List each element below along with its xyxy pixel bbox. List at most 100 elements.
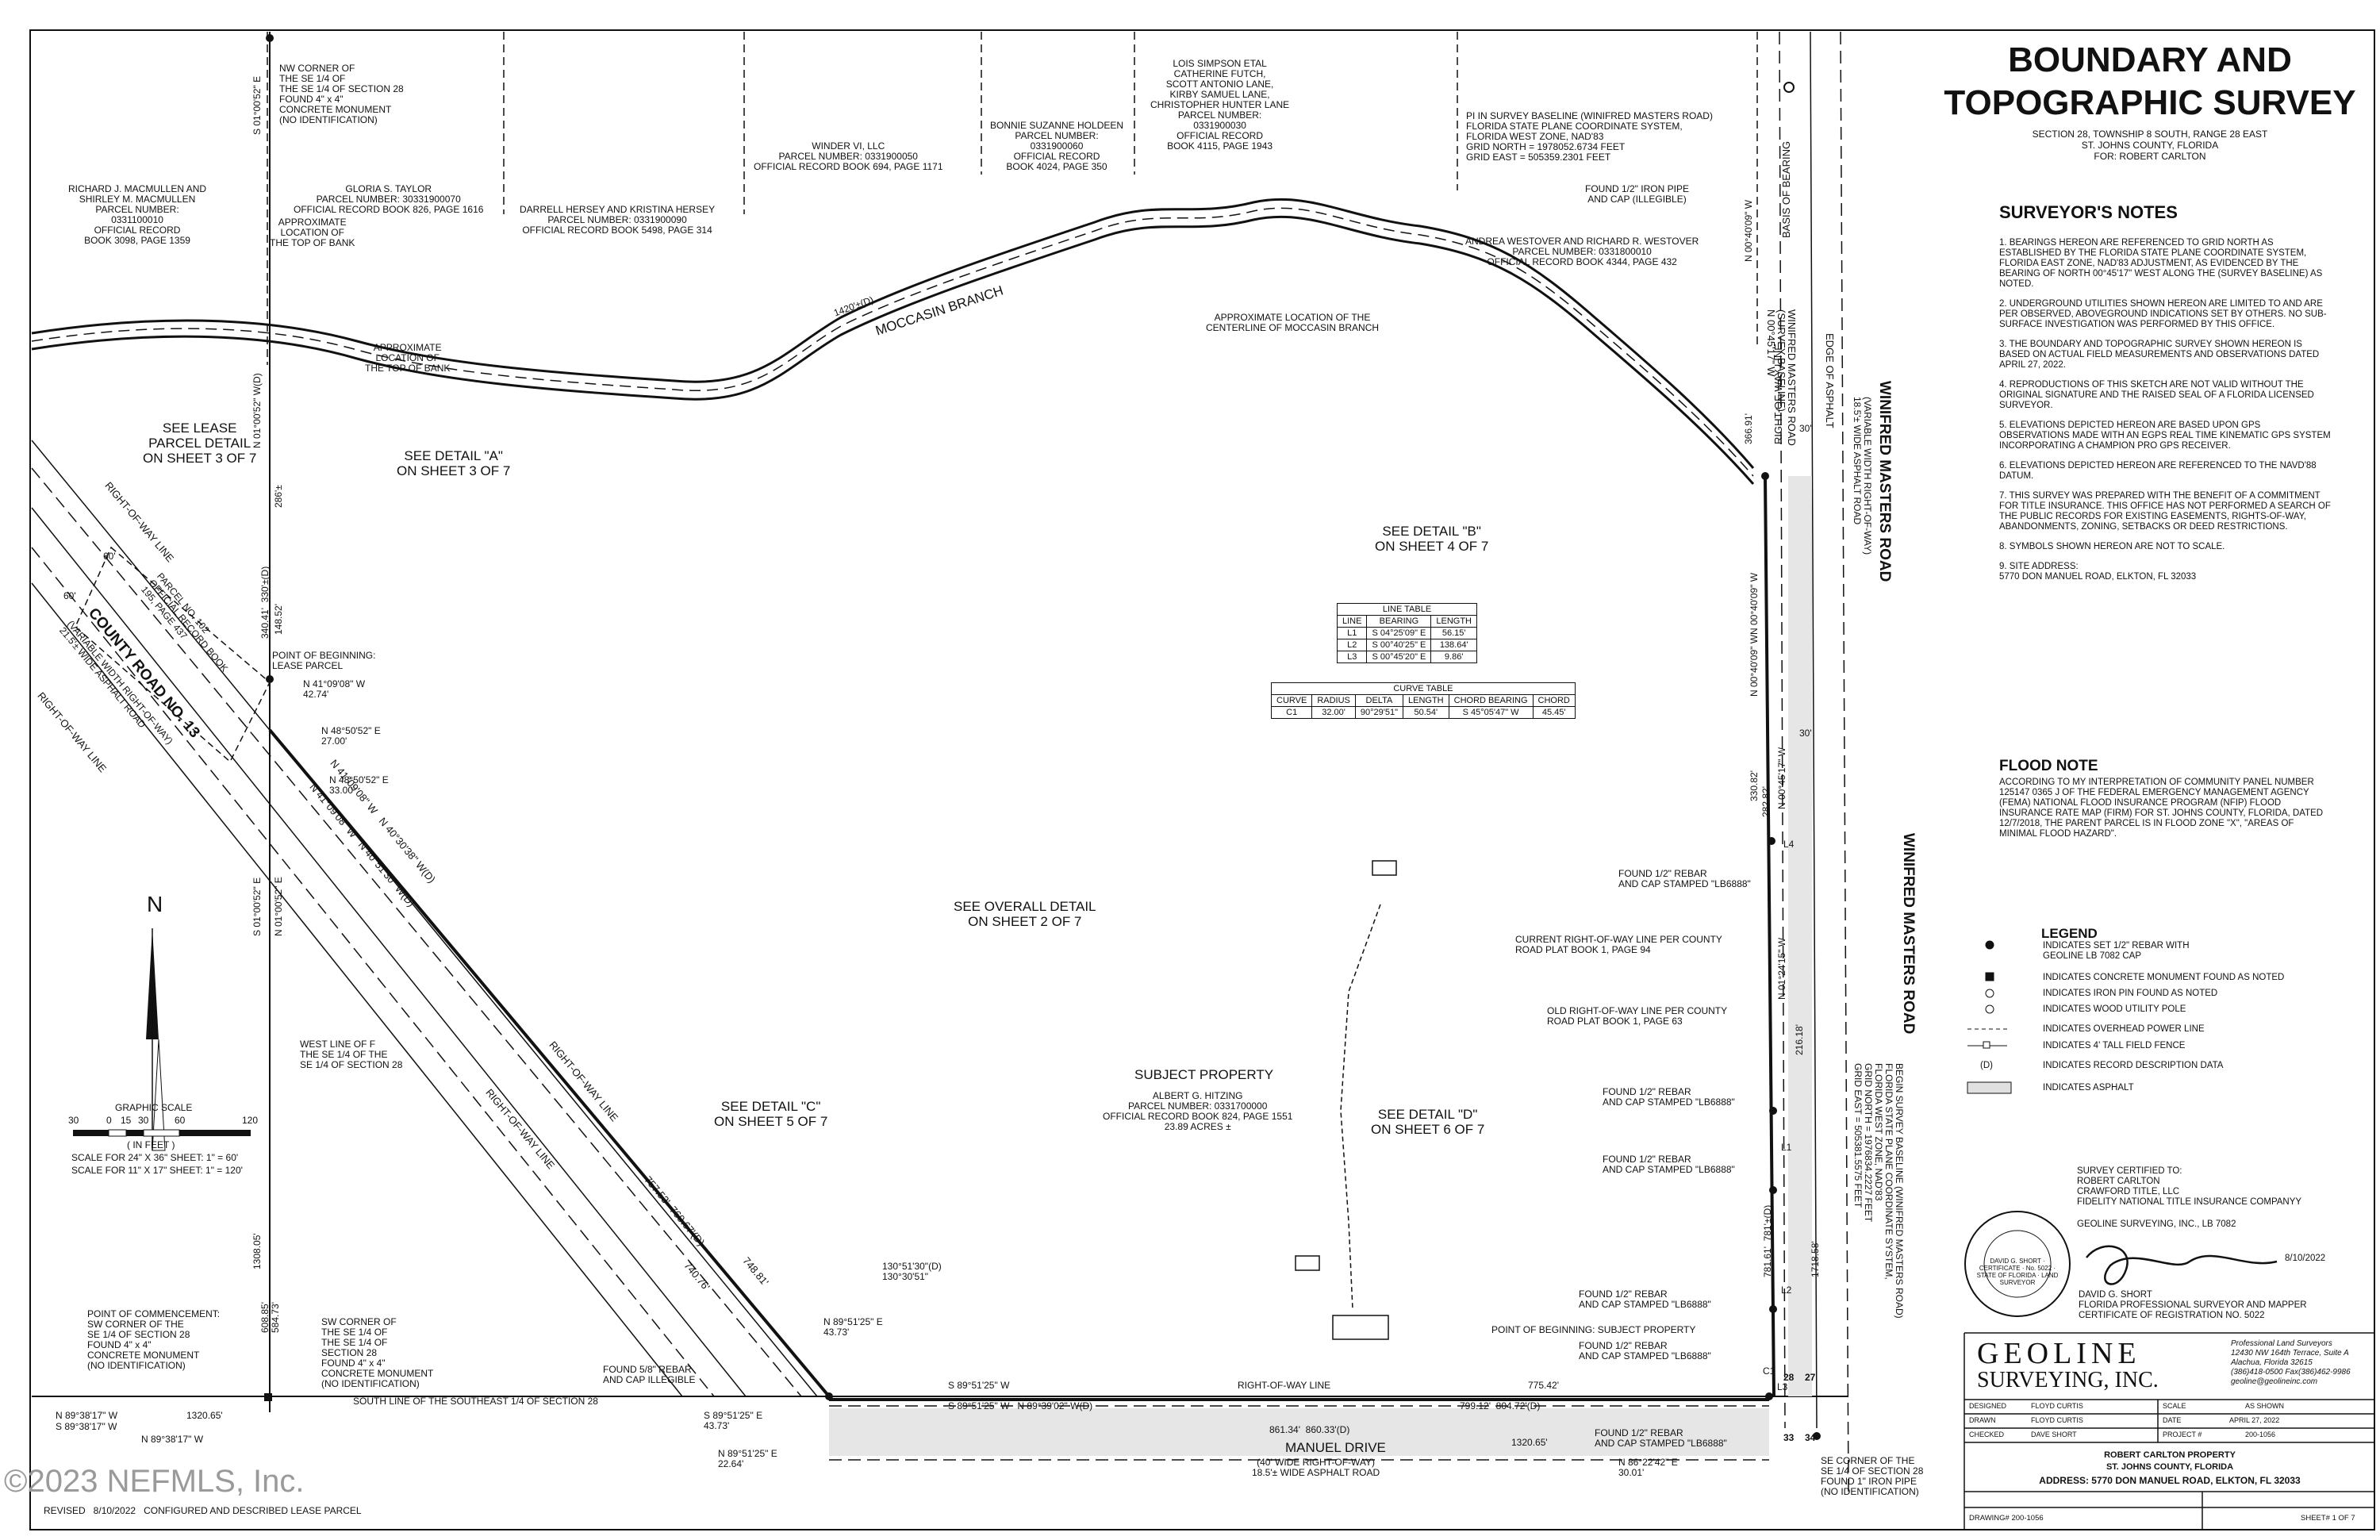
line-table-caption: LINE TABLE <box>1337 603 1477 616</box>
begin-baseline-note: BEGIN SURVEY BASELINE (WINIFRED MASTERS … <box>1852 1063 1905 1319</box>
bearing-n01-24: N 01°24'15" W <box>1776 937 1787 1000</box>
curve-table-header: CURVE <box>1270 694 1313 707</box>
bearing-n89-38-b: N 89°38'17" W <box>141 1434 204 1445</box>
distance-340: 340.41' 330'±(D) <box>259 566 271 639</box>
bearing-s89-row: S 89°51'25" W <box>948 1380 1010 1391</box>
subject-owner-note: ALBERT G. HITZING PARCEL NUMBER: 0331700… <box>1103 1090 1293 1132</box>
rebar-note-3: FOUND 1/2" REBAR AND CAP STAMPED "LB6888… <box>1603 1154 1735 1175</box>
curve-table-header: CHORD <box>1532 694 1576 707</box>
south-line-label: SOUTH LINE OF THE SOUTHEAST 1/4 OF SECTI… <box>353 1396 598 1407</box>
signature-date: 8/10/2022 <box>2285 1254 2326 1263</box>
subject-property-label: SUBJECT PROPERTY <box>1134 1067 1274 1082</box>
block-row-label: DRAWN <box>1969 1416 1996 1424</box>
title-line-2: TOPOGRAPHIC SURVEY <box>1944 83 2356 122</box>
rebar-note-4: FOUND 1/2" REBAR AND CAP STAMPED "LB6888… <box>1579 1288 1711 1310</box>
structure-house <box>1332 1315 1389 1340</box>
company-name-1: GEOLINE <box>1977 1337 2141 1370</box>
bearing-s01-b: S 01°00'52" E <box>251 877 263 936</box>
manuel-drive-label: MANUEL DRIVE <box>1285 1440 1386 1455</box>
note-item: 4. REPRODUCTIONS OF THIS SKETCH ARE NOT … <box>1999 380 2314 410</box>
structure-small <box>1295 1255 1320 1271</box>
project-name: ROBERT CARLTON PROPERTY <box>2104 1450 2236 1460</box>
winifred-road-label: WINIFRED MASTERS ROAD <box>1876 381 1893 582</box>
winder-parcel-note: WINDER VI, LLC PARCEL NUMBER: 0331900050… <box>754 140 943 172</box>
dim-60-b: 60' <box>103 551 116 562</box>
macmullen-parcel-note: RICHARD J. MACMULLEN AND SHIRLEY M. MACM… <box>68 183 207 246</box>
taylor-parcel-note: GLORIA S. TAYLOR PARCEL NUMBER: 30331900… <box>294 183 484 215</box>
bearing-n48b: N 48°50'52" E 33.00' <box>329 774 389 796</box>
dim-30-b: 30' <box>1799 423 1812 434</box>
bearing-n89-b: N 89°51'25" E 22.64' <box>718 1448 777 1469</box>
scale-unit: ( IN FEET ) <box>127 1139 175 1150</box>
winifred-road-label-2: WINIFRED MASTERS ROAD <box>1900 833 1917 1035</box>
block-row-value: FLOYD CURTIS <box>2031 1416 2083 1424</box>
table-cell: 50.54' <box>1403 706 1449 719</box>
bearing-n01-b: N 01°00'52" E <box>273 877 284 936</box>
geoline-lb: GEOLINE SURVEYING, INC., LB 7082 <box>2077 1219 2236 1229</box>
manuel-drive-row-note: (40' WIDE RIGHT-OF-WAY) 18.5'± WIDE ASPH… <box>1252 1457 1380 1478</box>
bearing-n41: N 41°09'08" W 42.74' <box>303 678 366 700</box>
table-row: L2 S 00°40'25" E 138.64' <box>1336 639 1477 651</box>
north-label: N <box>147 892 163 916</box>
distance-775: 775.42' <box>1528 1380 1559 1391</box>
se-corner-note: SE CORNER OF THE SE 1/4 OF SECTION 28 FO… <box>1821 1455 1924 1497</box>
block-row-value: FLOYD CURTIS <box>2031 1402 2083 1410</box>
lease-detail-ref: SEE LEASE PARCEL DETAIL ON SHEET 3 OF 7 <box>143 421 257 466</box>
note-item: 3. THE BOUNDARY AND TOPOGRAPHIC SURVEY S… <box>1999 340 2320 370</box>
rebar-note-1: FOUND 1/2" REBAR AND CAP STAMPED "LB6888… <box>1618 868 1751 889</box>
section-28-label: 28 <box>1783 1372 1795 1383</box>
rebar-58-note: FOUND 5/8" REBAR AND CAP ILLEGIBLE <box>603 1364 696 1385</box>
graphic-scale-title: GRAPHIC SCALE <box>115 1102 193 1113</box>
moccasin-branch-creek <box>31 198 1755 485</box>
distance-1718: 1718.58' <box>1810 1241 1821 1277</box>
distance-861: 861.34' 860.33'(D) <box>1269 1424 1350 1435</box>
distance-148: 148.52' <box>273 604 284 635</box>
manuel-drive-asphalt <box>829 1408 1769 1456</box>
line-l3-label: L3 <box>1777 1381 1788 1392</box>
section-33-label: 33 <box>1783 1432 1795 1443</box>
curve-table-header: DELTA <box>1354 694 1404 707</box>
project-address: ADDRESS: 5770 DON MANUEL ROAD, ELKTON, F… <box>2039 1475 2301 1486</box>
bearing-n89-38: N 89°38'17" W <box>56 1410 118 1421</box>
surveyor-credentials: DAVID G. SHORT FLORIDA PROFESSIONAL SURV… <box>2079 1290 2307 1320</box>
company-info: Professional Land Surveyors 12430 NW 164… <box>2231 1339 2351 1386</box>
block-row-label: SCALE <box>2163 1402 2186 1410</box>
rebar-note-7: FOUND 1/2" REBAR AND CAP STAMPED "LB6888… <box>1579 1340 1711 1361</box>
scale-num-3: 30 <box>138 1115 149 1126</box>
basis-of-bearing: BASIS OF BEARING <box>1780 140 1792 238</box>
table-cell: S 45°05'47" W <box>1448 706 1534 719</box>
legend-item: INDICATES 4' TALL FIELD FENCE <box>2043 1041 2186 1050</box>
bearing-s01-a: S 01°00'52" E <box>251 75 263 135</box>
surveyors-notes-heading: SURVEYOR'S NOTES <box>1999 202 2178 222</box>
detail-a-ref: SEE DETAIL "A" ON SHEET 3 OF 7 <box>397 448 511 478</box>
sheet-number: SHEET# 1 OF 7 <box>2301 1514 2355 1523</box>
point-of-commencement-note: POINT OF COMMENCEMENT: SW CORNER OF THE … <box>87 1308 221 1371</box>
dim-30-a: 30' <box>1799 728 1812 739</box>
company-name-2: SURVEYING, INC. <box>1977 1368 2159 1392</box>
section-27-label: 27 <box>1805 1372 1816 1383</box>
distance-608: 608.85' 584.73' <box>259 1302 281 1333</box>
project-county: ST. JOHNS COUNTY, FLORIDA <box>2106 1462 2234 1472</box>
legend-item: INDICATES ASPHALT <box>2043 1083 2134 1093</box>
hersey-parcel-note: DARRELL HERSEY AND KRISTINA HERSEY PARCE… <box>520 204 716 236</box>
pi-baseline-note: PI IN SURVEY BASELINE (WINIFRED MASTERS … <box>1466 110 1713 163</box>
surveyors-notes-list: 1. BEARINGS HEREON ARE REFERENCED TO GRI… <box>1999 238 2332 582</box>
detail-b-ref: SEE DETAIL "B" ON SHEET 4 OF 7 <box>1375 524 1489 554</box>
winifred-asphalt <box>1788 476 1812 1396</box>
simpson-parcel-note: LOIS SIMPSON ETAL CATHERINE FUTCH, SCOTT… <box>1150 58 1290 152</box>
block-row-label: DESIGNED <box>1969 1402 2007 1410</box>
scale-num-4: 60 <box>175 1115 186 1126</box>
scale-num-0: 30 <box>68 1115 79 1126</box>
bearing-s89-row-2: S 89°51'25" W N 89°39'02" W(D) <box>948 1400 1093 1411</box>
curve-table-header: LENGTH <box>1403 694 1449 707</box>
table-cell: S 04°25'09" E <box>1366 627 1432 639</box>
bearing-s89-a: S 89°51'25" E 43.73' <box>704 1410 763 1431</box>
table-cell: S 00°45'20" E <box>1366 651 1432 663</box>
winifred-baseline-label: WINIFRED MASTERS ROAD (SURVEY BASELINE) … <box>1765 309 1798 446</box>
table-cell: C1 <box>1270 706 1313 719</box>
table-cell: 90°29'51" <box>1354 706 1404 719</box>
block-row-label: DATE <box>2163 1416 2182 1424</box>
westover-parcel-note: ANDREA WESTOVER AND RICHARD R. WESTOVER … <box>1465 236 1699 267</box>
revision-note: REVISED 8/10/2022 CONFIGURED AND DESCRIB… <box>44 1505 362 1516</box>
line-l1-label: L1 <box>1781 1142 1792 1153</box>
